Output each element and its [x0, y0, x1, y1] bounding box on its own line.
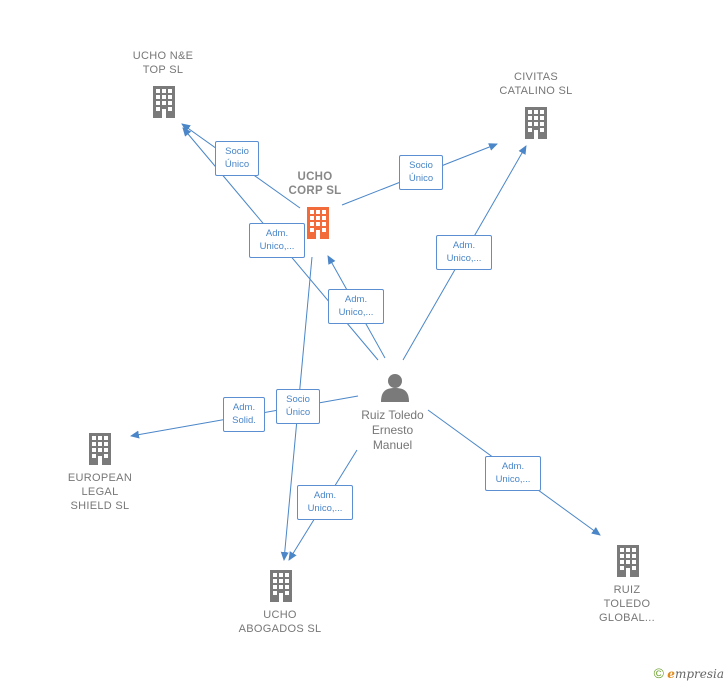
node-label-ucho-corp[interactable]: UCHO CORP SL [288, 171, 342, 197]
building-icon-abogados [270, 570, 292, 602]
node-label-civitas[interactable]: CIVITAS CATALINO SL [499, 71, 573, 97]
person-label[interactable]: Ruiz Toledo Ernesto Manuel [361, 408, 424, 452]
building-icon-global [617, 545, 639, 577]
node-label-european[interactable]: EUROPEAN LEGAL SHIELD SL [67, 472, 133, 512]
copyright-icon: © [653, 665, 664, 681]
person-icon [381, 374, 409, 402]
edge-label-person-ne: Adm. Unico,... [249, 223, 305, 258]
brand-rest: mpresia [674, 667, 724, 681]
edge-label-corp-civitas: Socio Único [399, 155, 443, 190]
brand-e: e [667, 667, 675, 681]
edge-label-person-corp: Adm. Unico,... [328, 289, 384, 324]
node-label-ruiz-global[interactable]: RUIZ TOLEDO GLOBAL... [599, 584, 655, 624]
node-label-ucho-ne[interactable]: UCHO N&E TOP SL [132, 50, 194, 76]
edge-label-person-abogados: Adm. Unico,... [297, 485, 353, 520]
empresia-logo[interactable]: © empresia [654, 665, 724, 681]
building-icon-ucho-corp [307, 207, 329, 239]
node-label-abogados[interactable]: UCHO ABOGADOS SL [238, 609, 322, 635]
edge-label-person-european: Adm. Solid. [223, 397, 265, 432]
building-icon-civitas [525, 107, 547, 139]
edge-label-corp-abogados: Socio Único [276, 389, 320, 424]
edge-label-person-global: Adm. Unico,... [485, 456, 541, 491]
building-icon-european [89, 433, 111, 465]
building-icon-ucho-ne [153, 86, 175, 118]
edge-label-corp-ne: Socio Único [215, 141, 259, 176]
edge-label-person-civitas: Adm. Unico,... [436, 235, 492, 270]
